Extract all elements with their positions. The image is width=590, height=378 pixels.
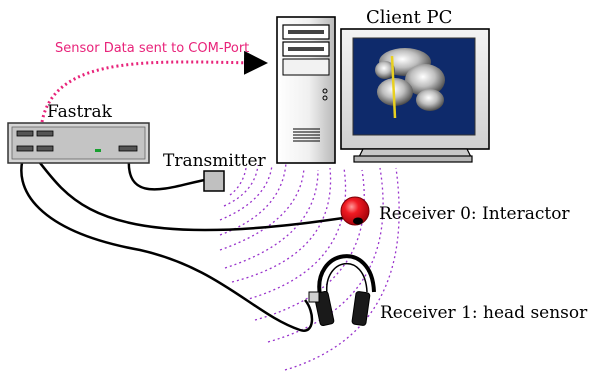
- transmitter-label: Transmitter: [163, 151, 267, 171]
- cables: [20, 147, 344, 332]
- receiver1-label: Receiver 1: head sensor: [380, 303, 588, 323]
- tracker-unit-icon: [7, 122, 150, 164]
- monitor-icon: [340, 28, 490, 163]
- sensor-data-link: [40, 50, 268, 123]
- cable-receiver1: [20, 151, 314, 332]
- headphones-icon: [308, 254, 376, 327]
- cable-transmitter: [127, 149, 206, 191]
- magnetic-field-arcs: [219, 162, 400, 371]
- desktop-tower-icon: [276, 16, 336, 164]
- sensor-data-label: Sensor Data sent to COM-Port: [55, 41, 249, 56]
- ball-receiver-icon: [340, 196, 370, 226]
- fastrak-label: Fastrak: [47, 102, 113, 122]
- transmitter-cube-icon: [203, 170, 225, 192]
- receiver0-label: Receiver 0: Interactor: [379, 204, 570, 224]
- client-pc-label: Client PC: [366, 7, 452, 28]
- cable-receiver0: [27, 147, 344, 232]
